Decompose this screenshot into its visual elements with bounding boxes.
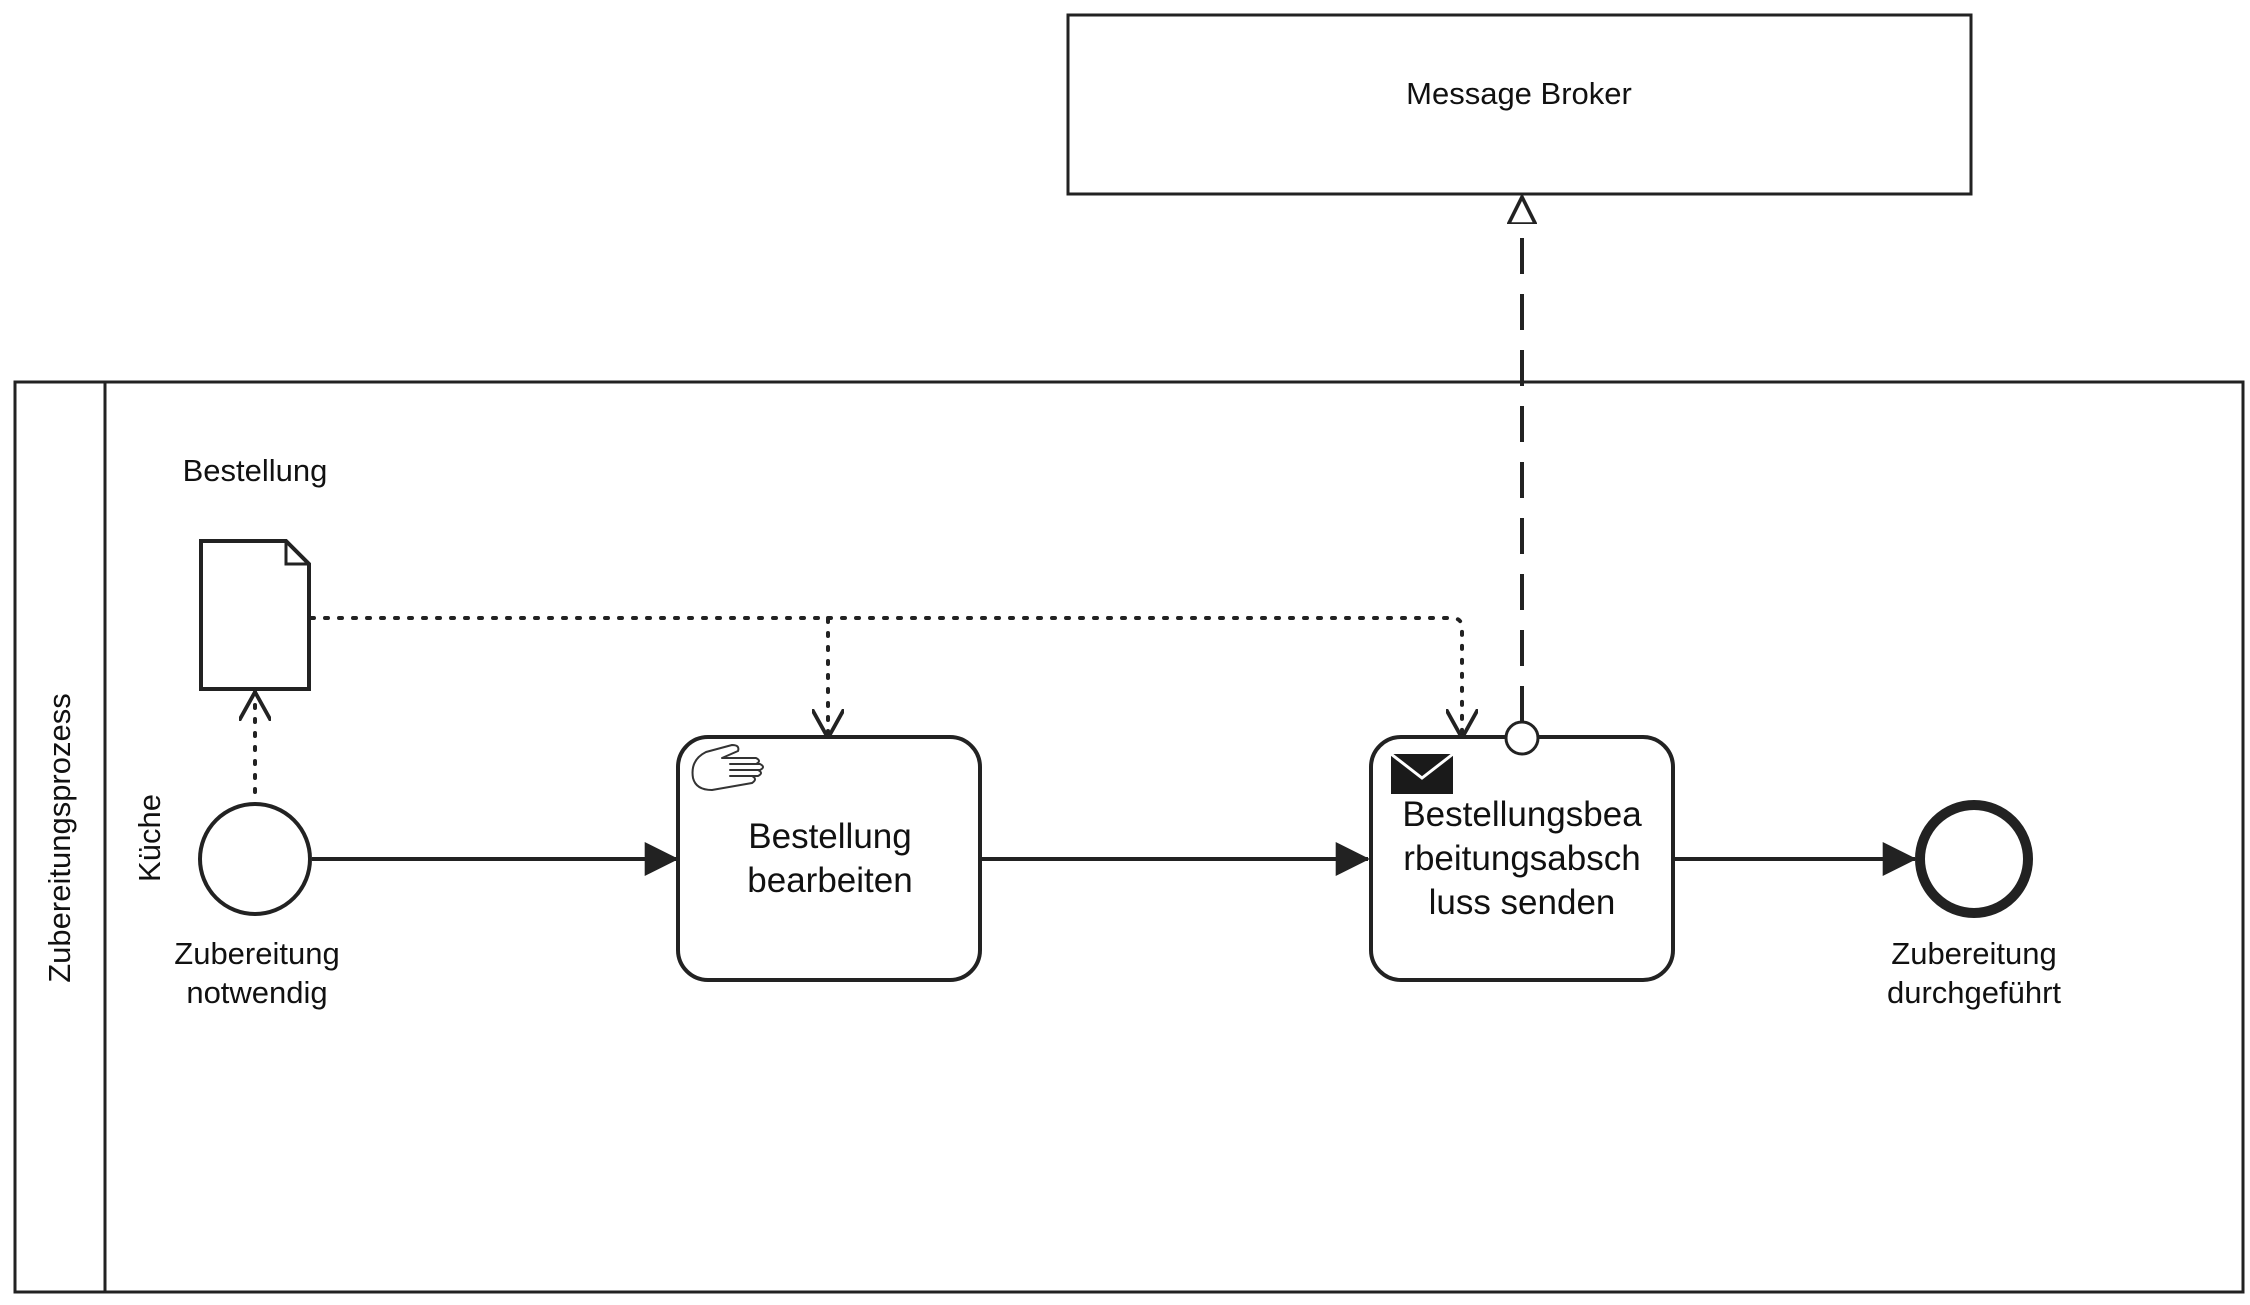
data-associations	[255, 616, 1462, 794]
end-event-label-line2: durchgeführt	[1887, 975, 2061, 1010]
pool-zubereitungsprozess[interactable]: Zubereitungsprozess Küche	[13, 380, 2245, 1294]
document-icon	[199, 539, 311, 691]
message-broker-label: Message Broker	[1406, 76, 1632, 111]
pool-label: Zubereitungsprozess	[42, 693, 77, 983]
send-task-label-line2: rbeitungsabsch	[1403, 839, 1640, 878]
association-data-to-send-task	[826, 616, 1462, 738]
end-event-zubereitung-durchgefuehrt[interactable]: Zubereitung durchgeführt	[1887, 800, 2061, 1010]
message-flow-source-connector	[1504, 720, 1540, 756]
start-event-label-line1: Zubereitung	[174, 936, 339, 971]
hand-icon	[691, 744, 764, 791]
start-event-label-line2: notwendig	[186, 975, 327, 1010]
lane-label: Küche	[132, 794, 167, 882]
data-object-label: Bestellung	[183, 453, 328, 488]
send-task-abschluss-senden[interactable]: Bestellungsbea rbeitungsabsch luss sende…	[1369, 720, 1675, 982]
end-event-label-line1: Zubereitung	[1891, 936, 2056, 971]
manual-task-label-line2: bearbeiten	[747, 861, 912, 900]
data-object-bestellung[interactable]: Bestellung	[183, 453, 328, 691]
send-task-label-line3: luss senden	[1429, 883, 1616, 922]
message-broker-pool[interactable]: Message Broker	[1066, 13, 1973, 196]
send-task-label-line1: Bestellungsbea	[1402, 795, 1642, 834]
manual-task-label-line1: Bestellung	[748, 817, 911, 856]
start-event-zubereitung-notwendig[interactable]: Zubereitung notwendig	[174, 802, 340, 1010]
manual-task-bestellung-bearbeiten[interactable]: Bestellung bearbeiten	[676, 735, 982, 982]
envelope-icon	[1390, 752, 1454, 794]
